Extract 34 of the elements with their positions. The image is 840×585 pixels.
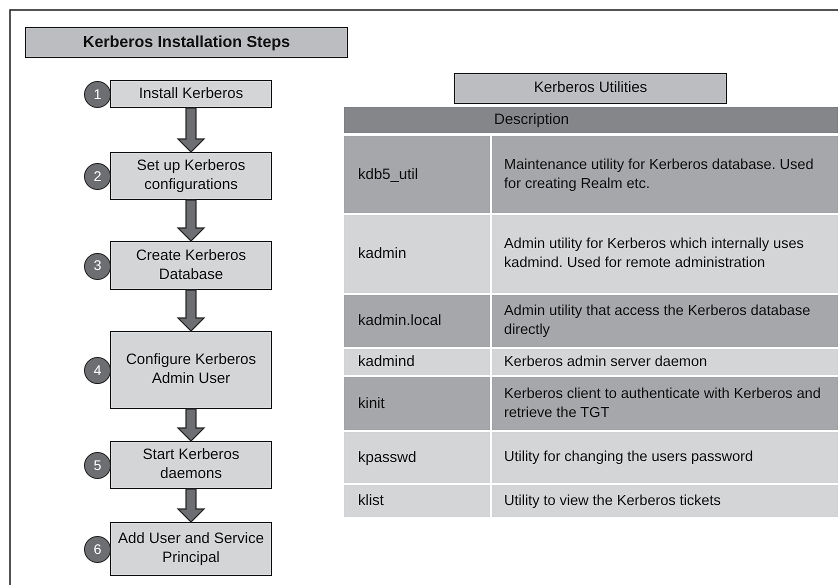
- step-box: Create Kerberos Database: [110, 241, 272, 290]
- utility-name-cell: kadmind: [344, 349, 490, 375]
- utility-name-cell: kadmin.local: [344, 295, 490, 347]
- utility-name-cell: klist: [344, 485, 490, 517]
- description-cell: Utility to view the Kerberos tickets: [492, 485, 838, 517]
- utility-name-cell: kdb5_util: [344, 136, 490, 213]
- description-cell: Admin utility for Kerberos which internally uses kadmind. Used for remote administration: [492, 215, 838, 293]
- down-arrow: [176, 199, 206, 242]
- utility-name-cell: kadmin: [344, 215, 490, 293]
- table-title-box: Kerberos Utilities: [454, 73, 727, 104]
- table-header: Description: [344, 107, 838, 133]
- step-box: Install Kerberos: [110, 80, 272, 108]
- step-box: Set up Kerberos configurations: [110, 152, 272, 200]
- down-arrow: [176, 408, 206, 442]
- step-number-circle: 1: [84, 81, 111, 108]
- description-cell: Maintenance utility for Kerberos database. Used for creating Realm etc.: [492, 136, 838, 213]
- step-number-circle: 6: [84, 536, 111, 563]
- down-arrow: [176, 289, 206, 332]
- step-number-circle: 3: [84, 252, 111, 280]
- step-number-circle: 4: [84, 357, 111, 384]
- step-number-circle: 2: [84, 163, 111, 190]
- step-box: Start Kerberos daemons: [110, 441, 272, 489]
- description-cell: Admin utility that access the Kerberos database directly: [492, 295, 838, 347]
- description-cell: Kerberos admin server daemon: [492, 349, 838, 375]
- step-number-circle: 5: [84, 452, 111, 479]
- description-cell: Utility for changing the users password: [492, 432, 838, 483]
- down-arrow: [176, 107, 206, 153]
- description-cell: Kerberos client to authenticate with Kerberos and retrieve the TGT: [492, 377, 838, 430]
- title-box: Kerberos Installation Steps: [25, 27, 348, 58]
- utility-name-cell: kinit: [344, 377, 490, 430]
- step-box: Configure Kerberos Admin User: [110, 331, 272, 409]
- down-arrow: [176, 488, 206, 523]
- step-box: Add User and Service Principal: [110, 522, 272, 576]
- utility-name-cell: kpasswd: [344, 432, 490, 483]
